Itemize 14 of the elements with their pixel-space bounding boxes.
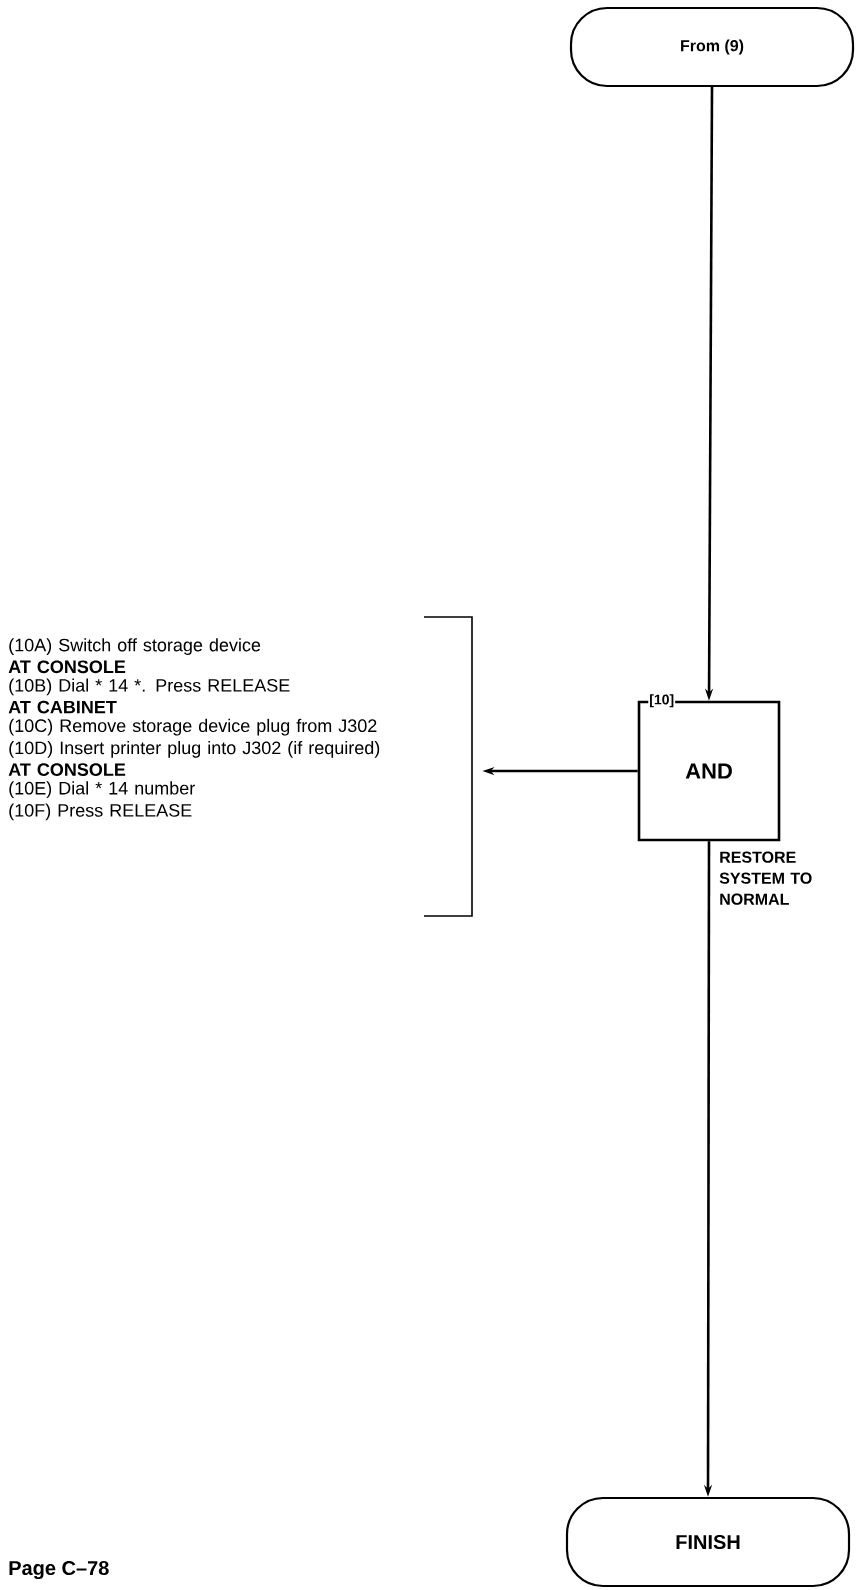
page-number: Page C–78 <box>9 1560 109 1580</box>
step-text: (10C) Remove storage device plug from J302 <box>9 718 377 736</box>
step-number: [10] <box>648 693 676 709</box>
location-heading: AT CONSOLE <box>8 660 126 674</box>
step-text: (10D) Insert printer plug into J302 (if required) <box>9 741 380 758</box>
location-heading: AT CABINET <box>8 700 117 714</box>
terminal-box: FINISH <box>565 1496 851 1588</box>
location-heading: AT CONSOLE <box>8 763 126 776</box>
step-text: (10B) Dial * 14 *. Press RELEASE <box>9 678 290 696</box>
terminal-box: From (9) <box>569 6 855 88</box>
step-text: (10F) Press RELEASE <box>9 803 192 821</box>
step-text: (10E) Dial * 14 number <box>9 781 195 799</box>
edge-label: RESTORE SYSTEM TO NORMAL <box>719 851 812 905</box>
step-text: (10A) Switch off storage device <box>9 638 261 655</box>
